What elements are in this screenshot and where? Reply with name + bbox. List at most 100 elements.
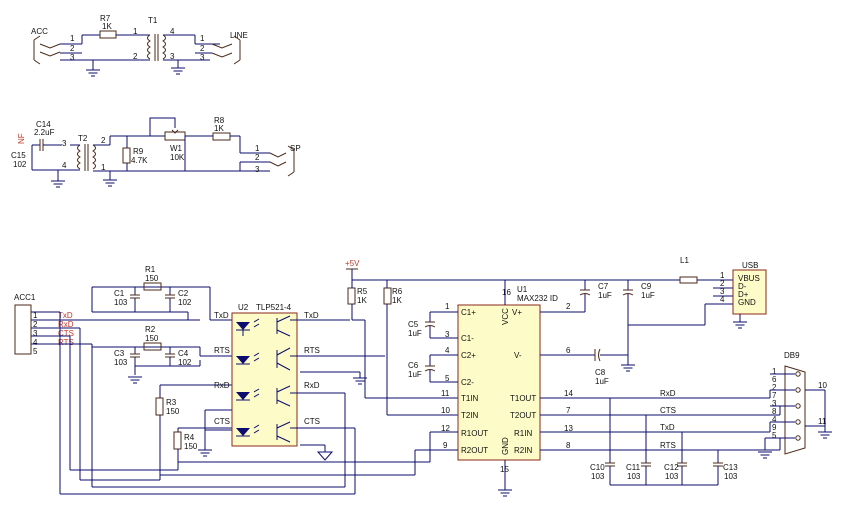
opto-channel-3 — [236, 385, 345, 407]
sp-jack-icon — [287, 145, 295, 177]
led-icon — [236, 356, 250, 364]
svg-text:16: 16 — [502, 288, 511, 297]
svg-text:103: 103 — [627, 472, 641, 481]
svg-text:3: 3 — [772, 399, 777, 408]
svg-text:1: 1 — [200, 34, 205, 43]
svg-text:RTS: RTS — [58, 338, 74, 347]
svg-text:CTS: CTS — [304, 417, 320, 426]
line-connector-label: LINE — [230, 31, 248, 40]
svg-text:NF: NF — [17, 133, 26, 144]
svg-text:5: 5 — [772, 431, 777, 440]
svg-text:2: 2 — [33, 320, 38, 329]
svg-text:V-: V- — [514, 351, 522, 360]
svg-text:+5V: +5V — [345, 259, 360, 268]
svg-text:2: 2 — [200, 44, 205, 53]
svg-text:1: 1 — [33, 311, 38, 320]
r2-resistor — [143, 342, 162, 351]
svg-text:13: 13 — [564, 424, 573, 433]
svg-text:1uF: 1uF — [595, 377, 609, 386]
ground-icon — [817, 431, 833, 439]
svg-text:1: 1 — [255, 144, 260, 153]
svg-text:2: 2 — [70, 44, 75, 53]
svg-text:C14: C14 — [36, 120, 51, 129]
acc-jack-contacts — [39, 43, 61, 57]
acc1-connector-label: ACC1 — [14, 293, 36, 302]
svg-text:C8: C8 — [595, 368, 606, 377]
svg-text:1uF: 1uF — [408, 329, 422, 338]
t1-secondary-coil — [162, 34, 166, 60]
pullup-section: +5V R5 1K R6 1K — [345, 259, 628, 416]
svg-text:C3: C3 — [114, 349, 125, 358]
svg-text:10K: 10K — [170, 153, 185, 162]
svg-text:TxD: TxD — [660, 423, 675, 432]
svg-text:12: 12 — [441, 424, 450, 433]
svg-text:C1: C1 — [114, 289, 125, 298]
svg-text:C6: C6 — [408, 361, 419, 370]
svg-text:RTS: RTS — [660, 441, 676, 450]
svg-text:D-: D- — [738, 282, 747, 291]
svg-text:R5: R5 — [357, 287, 368, 296]
svg-text:RxD: RxD — [660, 389, 676, 398]
svg-text:3: 3 — [445, 330, 450, 339]
svg-text:3: 3 — [720, 287, 725, 296]
r7-resistor — [99, 30, 117, 39]
svg-text:V+: V+ — [512, 308, 522, 317]
svg-text:RxD: RxD — [304, 381, 320, 390]
sp-connector-label: SP — [290, 144, 301, 153]
svg-text:TxD: TxD — [214, 311, 229, 320]
svg-text:1K: 1K — [357, 296, 367, 305]
r1-resistor — [143, 282, 162, 291]
acc-connector-label: ACC — [31, 27, 48, 36]
svg-text:R4: R4 — [184, 433, 195, 442]
svg-text:R2OUT: R2OUT — [461, 446, 488, 455]
svg-text:3: 3 — [200, 53, 205, 62]
svg-text:VBUS: VBUS — [738, 274, 760, 283]
ground-icon — [197, 449, 213, 457]
svg-text:1uF: 1uF — [641, 291, 655, 300]
ground-icon — [316, 451, 334, 461]
r8-resistor — [212, 132, 231, 141]
svg-text:R7: R7 — [100, 14, 111, 23]
opto-channel-4 — [236, 421, 355, 443]
usb-section: L1 1 2 3 4 USB VBUS D- D+ GND — [628, 256, 767, 329]
svg-text:102: 102 — [178, 298, 192, 307]
svg-text:L1: L1 — [680, 256, 689, 265]
acc-audio-section: ACC 1 2 3 R7 1K 1 2 T1 4 3 1 — [31, 14, 248, 77]
svg-text:RxD: RxD — [214, 381, 230, 390]
svg-text:T1: T1 — [148, 16, 158, 25]
svg-text:103: 103 — [665, 472, 679, 481]
svg-text:4: 4 — [720, 295, 725, 304]
svg-text:10: 10 — [441, 406, 450, 415]
acc1-connector — [14, 304, 32, 355]
svg-text:4: 4 — [170, 27, 175, 36]
led-icon — [236, 322, 250, 330]
svg-text:R9: R9 — [133, 147, 144, 156]
ground-icon — [620, 364, 636, 372]
svg-text:2: 2 — [133, 52, 138, 61]
svg-text:150: 150 — [145, 334, 159, 343]
svg-text:1K: 1K — [102, 22, 112, 31]
svg-text:150: 150 — [145, 274, 159, 283]
svg-text:R1: R1 — [145, 265, 156, 274]
line-jack-icon — [233, 35, 241, 65]
svg-text:U2: U2 — [238, 303, 249, 312]
svg-text:9: 9 — [443, 441, 448, 450]
svg-text:C12: C12 — [664, 463, 679, 472]
svg-text:6: 6 — [566, 346, 571, 355]
svg-text:D+: D+ — [738, 290, 749, 299]
svg-text:1K: 1K — [214, 124, 224, 133]
svg-text:2: 2 — [772, 383, 777, 392]
svg-text:1uF: 1uF — [408, 370, 422, 379]
svg-text:C10: C10 — [590, 463, 605, 472]
u2-optocoupler-ic — [231, 312, 298, 447]
svg-text:4: 4 — [62, 161, 67, 170]
svg-text:GND: GND — [738, 298, 756, 307]
svg-text:7: 7 — [772, 391, 777, 400]
r9-resistor — [122, 147, 131, 164]
svg-text:3: 3 — [255, 165, 260, 174]
svg-text:103: 103 — [591, 472, 605, 481]
svg-text:C13: C13 — [723, 463, 738, 472]
svg-text:R8: R8 — [214, 116, 225, 125]
svg-text:RxD: RxD — [58, 320, 74, 329]
